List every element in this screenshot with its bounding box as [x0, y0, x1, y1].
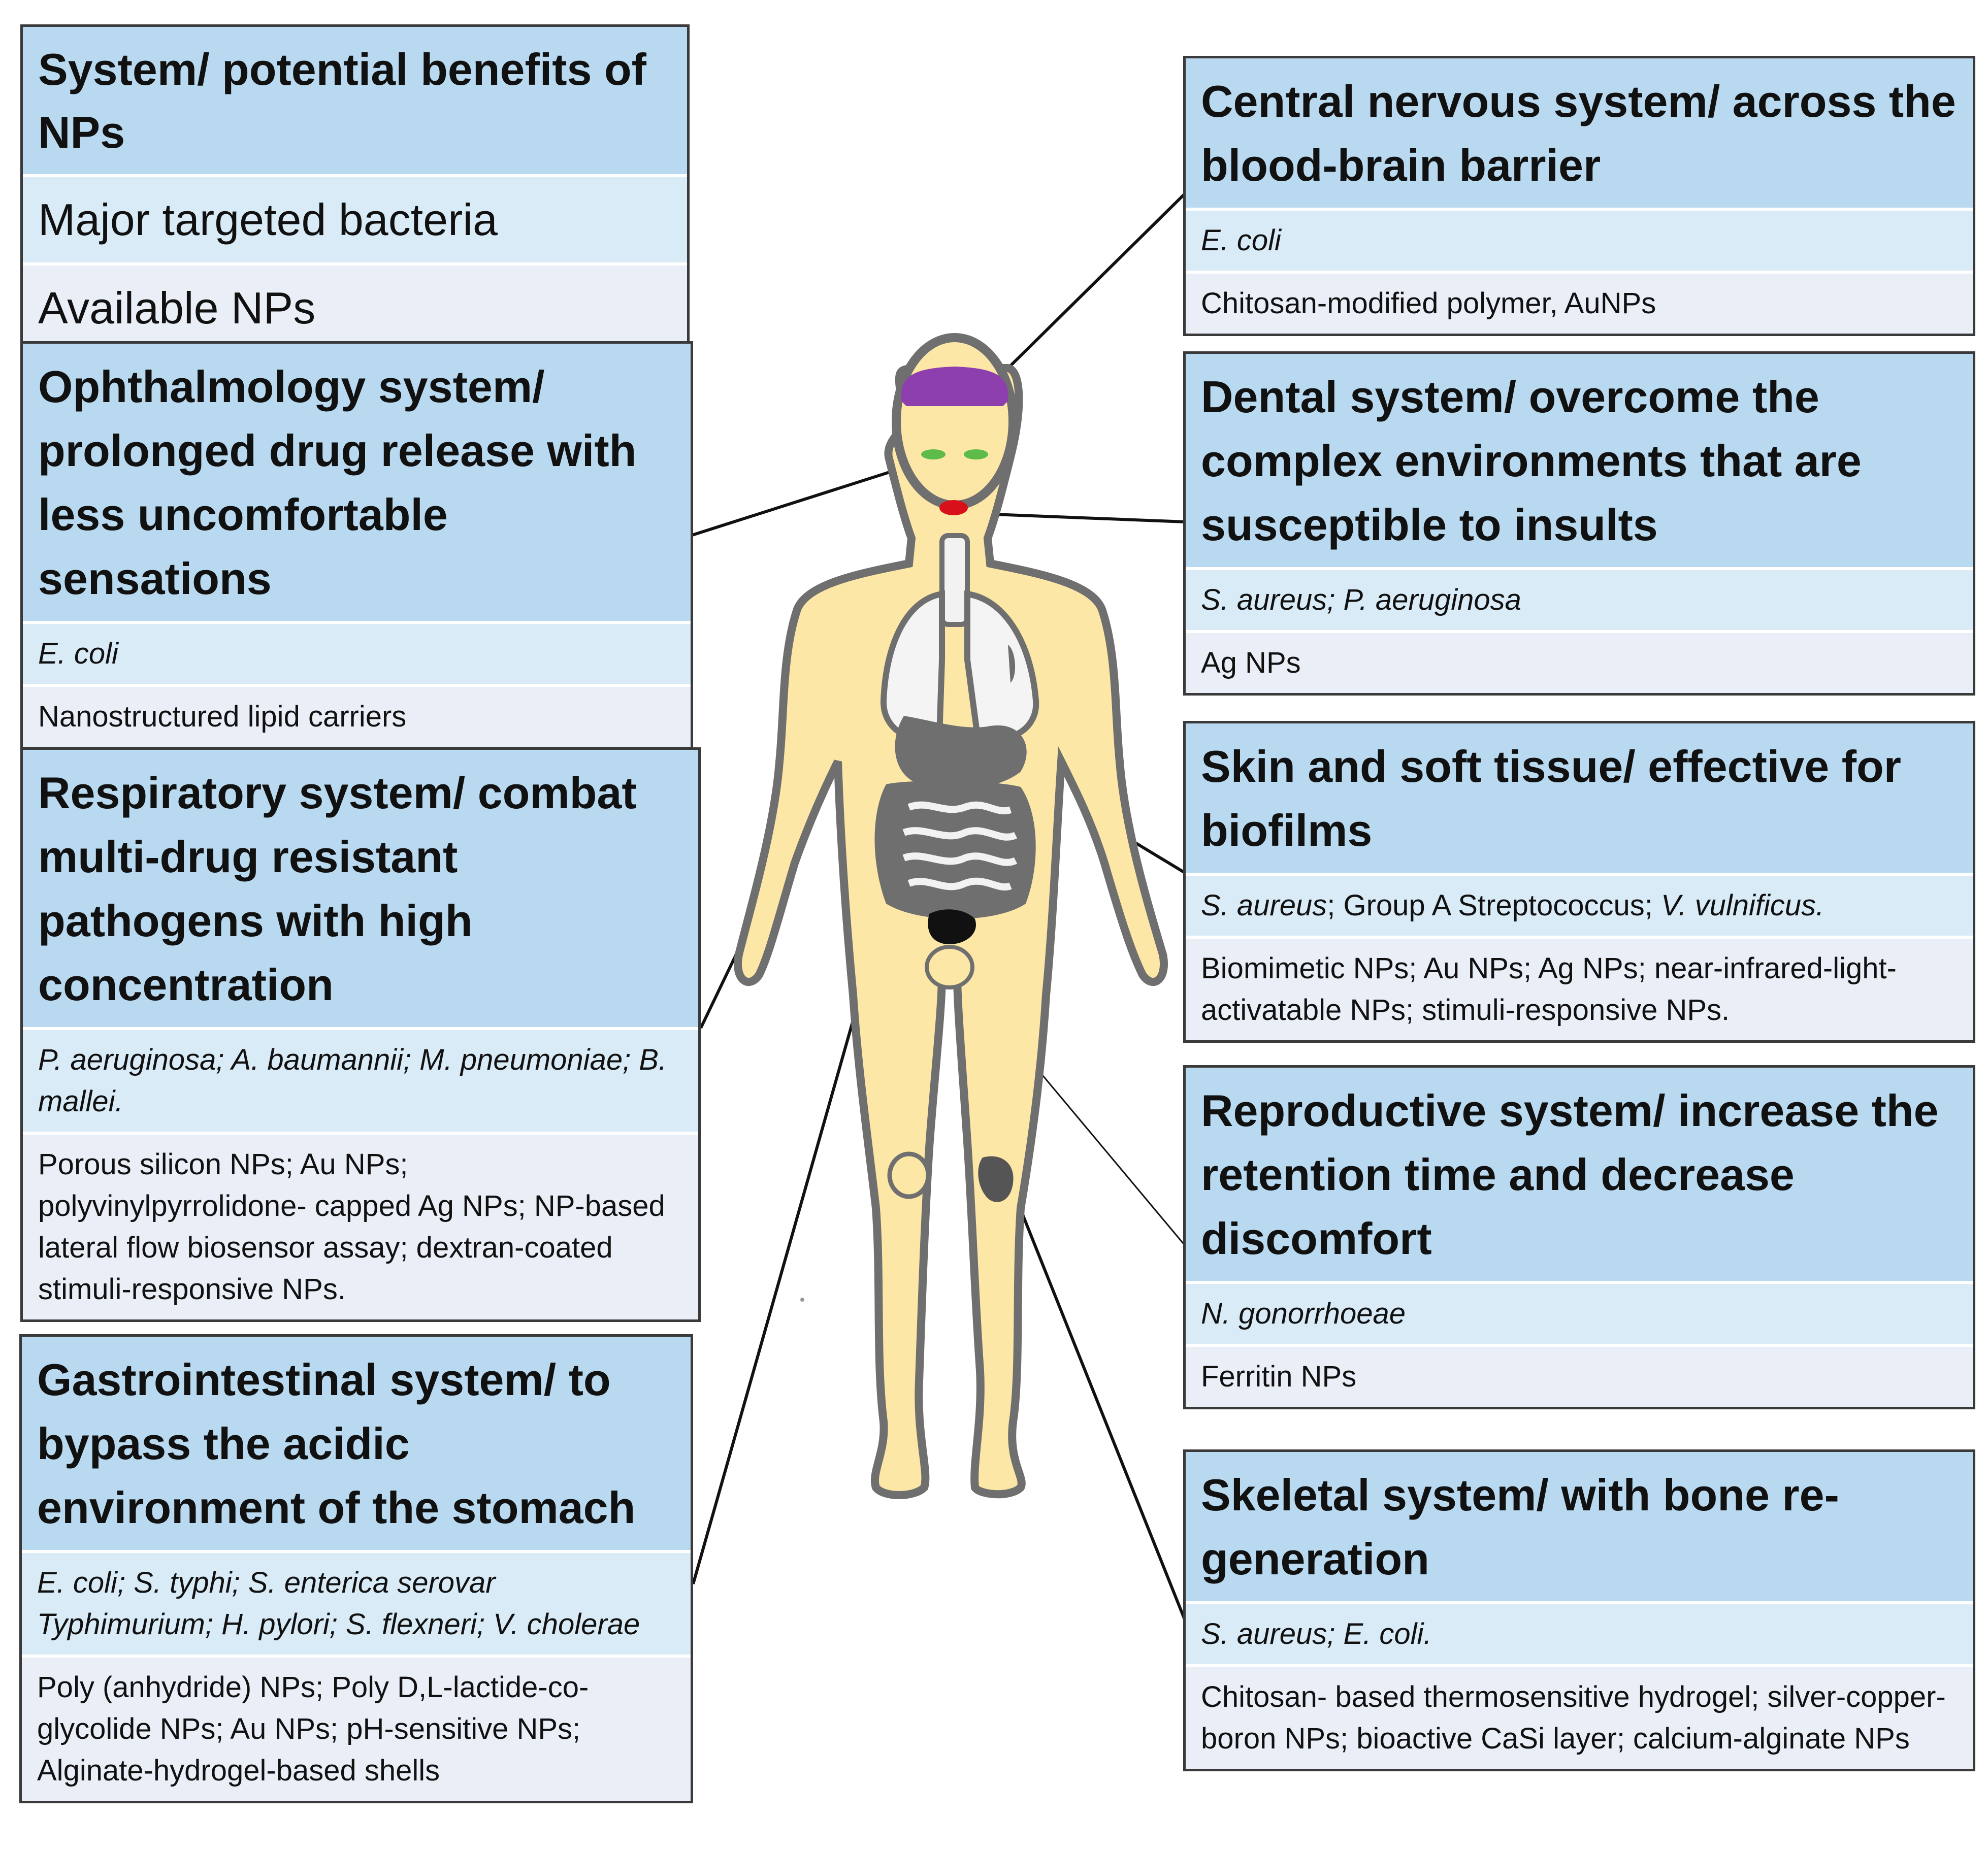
gastrointestinal-head: Gastrointestinal system/ to bypass the a… — [22, 1337, 691, 1550]
gastrointestinal-nps: Poly (anhydride) NPs; Poly D,L-lactide-c… — [22, 1655, 691, 1801]
skeletal-card: Skeletal system/ with bone re-generation… — [1183, 1449, 1975, 1771]
left-eye — [921, 449, 946, 459]
legend-head: System/ potential benefits of NPs — [23, 27, 687, 174]
reproductive-head: Reproductive system/ increase the retent… — [1186, 1068, 1973, 1281]
cns-bacteria: E. coli — [1186, 208, 1973, 271]
reproductive-bacteria: N. gonorrhoeae — [1186, 1281, 1973, 1344]
gastrointestinal-card: Gastrointestinal system/ to bypass the a… — [19, 1334, 693, 1803]
dental-head: Dental system/ overcome the complex envi… — [1186, 354, 1973, 567]
reproductive-card: Reproductive system/ increase the retent… — [1183, 1065, 1975, 1409]
bladder — [928, 909, 976, 944]
skin-nps: Biomimetic NPs; Au NPs; Ag NPs; near-inf… — [1186, 936, 1973, 1040]
cns-head: Central nervous system/ across the blood… — [1186, 58, 1973, 208]
mouth — [939, 500, 968, 515]
respiratory-bacteria: P. aeruginosa; A. baumannii; M. pneumoni… — [23, 1027, 698, 1132]
dental-card: Dental system/ overcome the complex envi… — [1183, 351, 1975, 696]
skin-head: Skin and soft tissue/ effective for biof… — [1186, 723, 1973, 873]
right-eye — [964, 449, 988, 459]
skin-bacteria-part-3: V. vulnificus. — [1660, 889, 1824, 922]
body-silhouette — [734, 333, 1168, 1499]
skeletal-bacteria: S. aureus; E. coli. — [1186, 1601, 1973, 1664]
skin-bacteria-part-2: ; Group A Streptococcus; — [1327, 889, 1661, 922]
ophthalmology-nps: Nanostructured lipid carriers — [23, 684, 691, 747]
brain-region — [901, 367, 1008, 406]
dental-bacteria: S. aureus; P. aeruginosa — [1186, 567, 1973, 630]
legend-card: System/ potential benefits of NPs Major … — [20, 24, 690, 353]
dental-nps: Ag NPs — [1186, 630, 1973, 693]
skin-bacteria: S. aureus; Group A Streptococcus; V. vul… — [1186, 873, 1973, 936]
respiratory-card: Respiratory system/ combat multi-drug re… — [20, 747, 701, 1322]
ophthalmology-bacteria: E. coli — [23, 621, 691, 684]
reproductive-nps: Ferritin NPs — [1186, 1344, 1973, 1407]
cns-nps: Chitosan-modified polymer, AuNPs — [1186, 271, 1973, 334]
stomach — [895, 716, 1027, 789]
skeletal-head: Skeletal system/ with bone re-generation — [1186, 1452, 1973, 1601]
cns-card: Central nervous system/ across the blood… — [1183, 56, 1975, 336]
gastrointestinal-bacteria: E. coli; S. typhi; S. enterica serovar T… — [22, 1550, 691, 1655]
legend-bacteria-row: Major targeted bacteria — [23, 174, 687, 262]
skin-bacteria-part-1: S. aureus — [1201, 889, 1327, 922]
intestines — [874, 781, 1036, 919]
respiratory-head: Respiratory system/ combat multi-drug re… — [23, 750, 698, 1027]
respiratory-nps: Porous silicon NPs; Au NPs; polyvinylpyr… — [23, 1132, 698, 1319]
connector-cns — [996, 191, 1187, 380]
ophthalmology-card: Ophthalmology system/ prolonged drug rel… — [20, 341, 693, 749]
skeletal-nps: Chitosan- based thermosensitive hydrogel… — [1186, 1664, 1973, 1769]
ophthalmology-head: Ophthalmology system/ prolonged drug rel… — [23, 344, 691, 621]
right-knee — [978, 1156, 1014, 1202]
left-knee — [887, 1151, 931, 1199]
legend-nps-row: Available NPs — [23, 262, 687, 351]
skin-card: Skin and soft tissue/ effective for biof… — [1183, 721, 1975, 1043]
connector-skeletal — [1006, 1177, 1187, 1623]
